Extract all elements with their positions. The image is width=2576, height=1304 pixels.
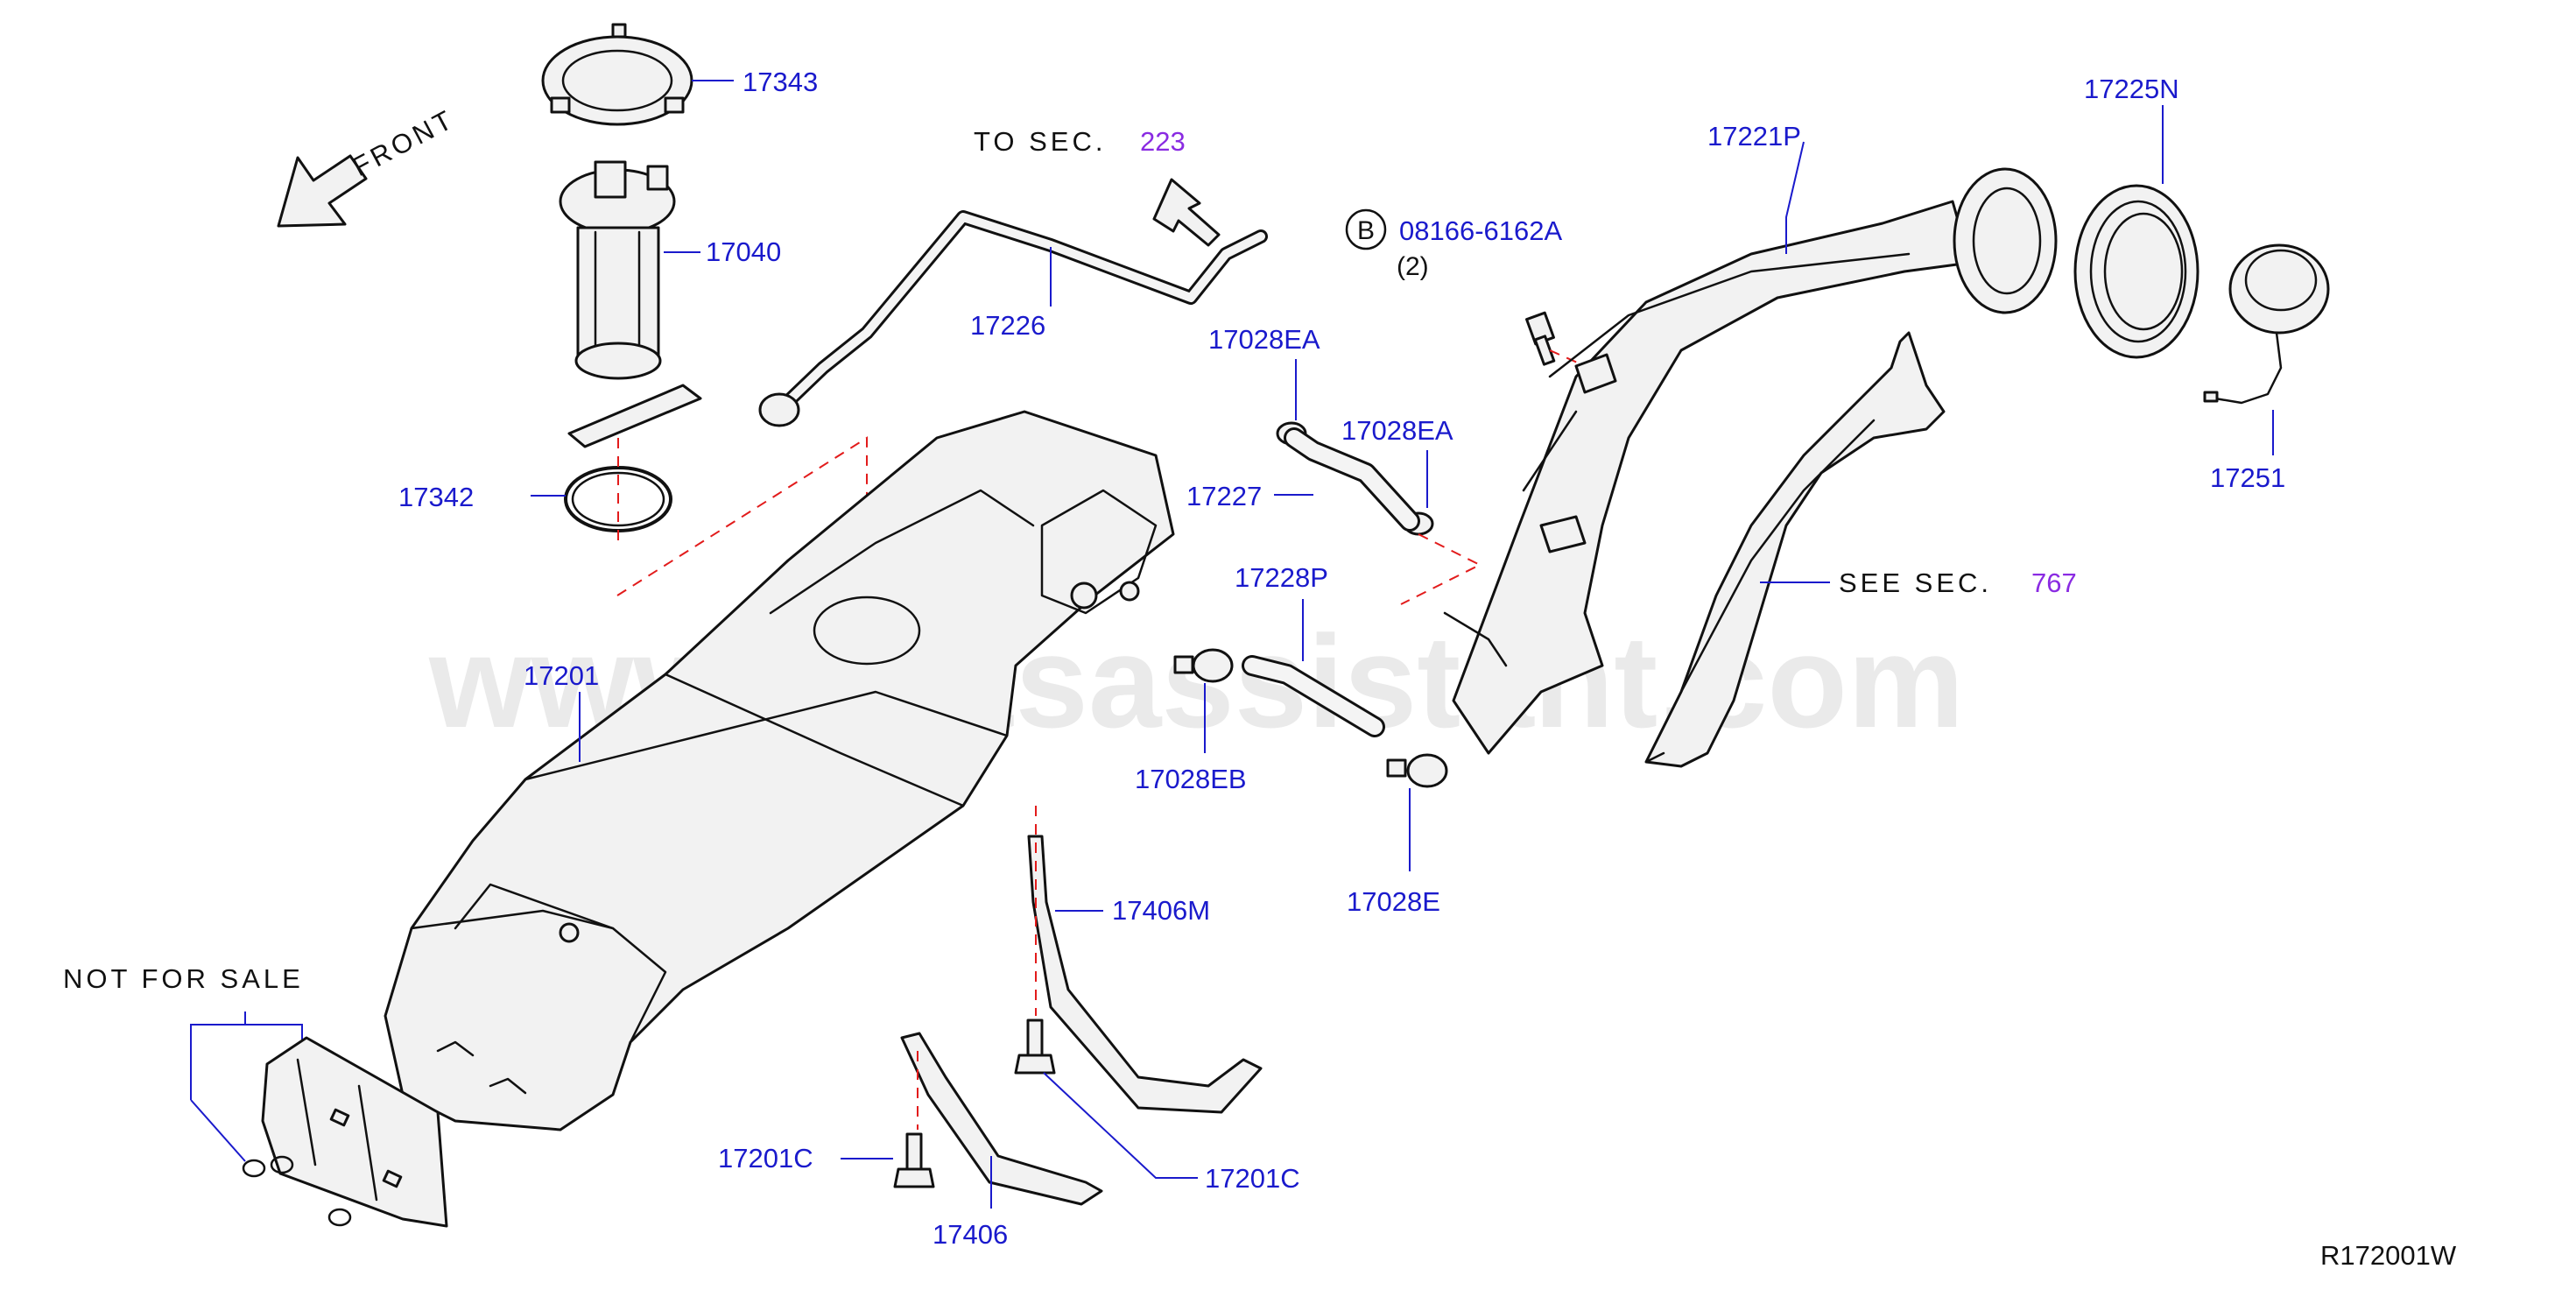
strap-17406M xyxy=(1027,835,1263,1114)
not-for-sale-label: NOT FOR SALE xyxy=(63,963,304,994)
seal-ring-17225N xyxy=(2073,184,2199,359)
bolt-17201C-left xyxy=(893,1132,935,1188)
hose-17228P xyxy=(1242,655,1385,737)
direction-arrow-icon xyxy=(1152,178,1221,247)
bolt-08166-6162A xyxy=(1525,311,1556,366)
part-17028E-label[interactable]: 17028E xyxy=(1347,886,1440,917)
see-sec-label: SEE SEC. xyxy=(1839,567,1992,598)
part-17227-label[interactable]: 17227 xyxy=(1186,481,1262,511)
part-17028EA-lower-label[interactable]: 17028EA xyxy=(1341,415,1453,446)
part-17040-label[interactable]: 17040 xyxy=(706,236,781,267)
part-17251-label[interactable]: 17251 xyxy=(2210,462,2285,493)
part-17342-label[interactable]: 17342 xyxy=(398,482,474,512)
part-17028EA-upper-label[interactable]: 17028EA xyxy=(1208,324,1320,355)
part-17201-label[interactable]: 17201 xyxy=(524,660,599,691)
front-label: FRONT xyxy=(348,103,460,182)
leader-17201C-right xyxy=(1043,1072,1198,1179)
part-17201C-right-label[interactable]: 17201C xyxy=(1205,1163,1300,1194)
part-17406-label[interactable]: 17406 xyxy=(933,1219,1008,1250)
bolt-17201C-right xyxy=(1014,1019,1056,1075)
part-17028EB-label[interactable]: 17028EB xyxy=(1135,764,1247,794)
bolt-badge-letter: B xyxy=(1357,216,1375,245)
grommets xyxy=(242,1155,352,1227)
heat-shield xyxy=(261,1036,448,1228)
vent-tube-17226 xyxy=(758,210,1268,427)
clamp-17028EB xyxy=(1173,648,1234,683)
filler-shield xyxy=(1644,331,1946,768)
leader-not-for-sale-a xyxy=(190,1024,303,1100)
fuel-tank-17201 xyxy=(384,410,1175,1131)
strap-17406 xyxy=(900,1032,1103,1206)
to-sec-223-link[interactable]: 223 xyxy=(1140,126,1186,157)
part-17343-label[interactable]: 17343 xyxy=(743,67,818,97)
diagram-id-code: R172001W xyxy=(2320,1240,2457,1271)
see-sec-767-link[interactable]: 767 xyxy=(2031,567,2077,598)
to-sec-label: TO SEC. xyxy=(974,126,1106,157)
leader-17221P xyxy=(1785,141,1805,254)
leader-grommet xyxy=(190,1099,246,1162)
fuel-pump-17040 xyxy=(559,160,702,448)
part-17221P-label[interactable]: 17221P xyxy=(1707,121,1801,152)
fuel-cap-17251 xyxy=(2203,243,2330,405)
part-17228P-label[interactable]: 17228P xyxy=(1235,562,1328,593)
bolt-b-badge xyxy=(1345,208,1387,250)
front-arrow-icon xyxy=(277,154,368,228)
filler-tube-17221P xyxy=(1443,167,2058,755)
hose-17227 xyxy=(1284,427,1420,532)
bolt-qty: (2) xyxy=(1397,252,1429,281)
lock-ring-17343 xyxy=(541,23,693,126)
part-17225N-label[interactable]: 17225N xyxy=(2084,74,2179,104)
align-line-hose xyxy=(1400,533,1482,605)
part-17201C-left-label[interactable]: 17201C xyxy=(718,1143,813,1174)
align-line-bolt xyxy=(1549,349,1590,369)
part-08166-6162A-label[interactable]: 08166-6162A xyxy=(1399,215,1562,246)
clamp-17028E xyxy=(1386,753,1448,788)
part-17226-label[interactable]: 17226 xyxy=(970,310,1045,341)
part-17406M-label[interactable]: 17406M xyxy=(1112,895,1210,926)
